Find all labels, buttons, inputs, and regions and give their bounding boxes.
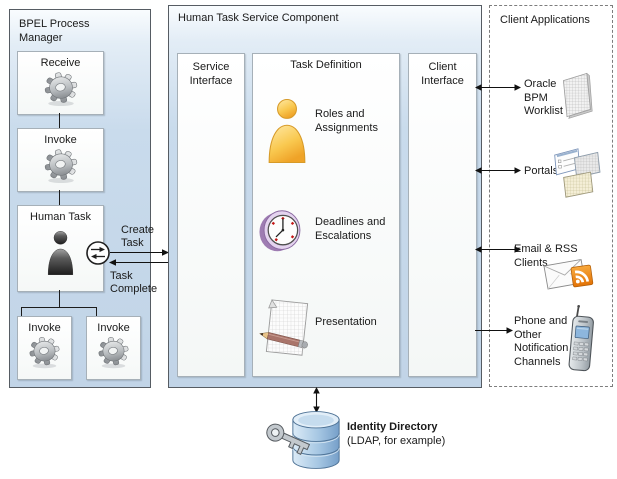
connector-humantask-branch — [59, 290, 60, 307]
human-task-label: Human Task — [30, 211, 91, 223]
client-applications-panel: Client Applications Oracle BPM Worklist … — [489, 5, 613, 387]
worklist-grid-icon — [558, 69, 594, 121]
presentation-label: Presentation — [315, 316, 377, 328]
create-task-label: Create Task — [121, 224, 155, 249]
gear-icon — [41, 70, 81, 107]
branch-stub-left — [21, 307, 22, 317]
portals-label: Portals — [524, 165, 559, 177]
email-rss-label: Email & RSS Clients — [514, 243, 578, 269]
invoke-label: Invoke — [28, 322, 61, 334]
mobile-phone-icon — [565, 302, 599, 376]
phone-channels-label: Phone and Other Notification Channels — [514, 315, 569, 368]
swap-arrows-icon — [85, 240, 111, 266]
phone-arrow — [475, 327, 513, 334]
task-complete-arrow — [109, 259, 169, 266]
task-definition-title: Task Definition — [290, 59, 362, 71]
bpel-process-manager-panel: BPEL Process Manager Receive Invoke Huma… — [9, 9, 151, 388]
gear-icon — [26, 335, 63, 369]
branch-stub-right — [96, 307, 97, 317]
client-apps-title: Client Applications — [500, 14, 590, 26]
worklist-arrow — [475, 84, 521, 91]
htsc-panel-title: Human Task Service Component — [178, 12, 339, 24]
roles-assignments-label: Roles and Assignments — [315, 108, 378, 134]
email-rss-icon — [543, 252, 595, 294]
clock-icon — [259, 206, 305, 256]
receive-activity-box: Receive — [17, 51, 104, 115]
create-task-arrow — [110, 249, 169, 256]
human-task-service-component-panel: Human Task Service Component Service Int… — [168, 5, 482, 388]
branch-bar — [21, 307, 97, 308]
portals-arrow — [475, 167, 521, 174]
client-interface-label: Client Interface — [421, 61, 464, 87]
identity-directory-arrow — [313, 387, 320, 413]
invoke-activity-box: Invoke — [17, 128, 104, 192]
connector-receive-invoke — [59, 113, 60, 128]
identity-directory-title: Identity Directory — [347, 421, 438, 433]
connector-invoke-humantask — [59, 190, 60, 205]
invoke-activity-box-2: Invoke — [17, 316, 72, 380]
invoke-label: Invoke — [97, 322, 130, 334]
client-interface-box: Client Interface — [408, 53, 477, 377]
bpm-worklist-label: Oracle BPM Worklist — [524, 78, 563, 117]
gear-icon — [41, 147, 81, 184]
deadlines-escalations-label: Deadlines and Escalations — [315, 216, 386, 242]
service-interface-label: Service Interface — [189, 61, 233, 87]
bpel-panel-title: BPEL Process Manager — [19, 18, 90, 44]
person-icon — [266, 97, 308, 165]
service-interface-box: Service Interface — [177, 53, 245, 377]
identity-directory-subtitle: (LDAP, for example) — [347, 435, 446, 447]
email-rss-arrow — [475, 246, 521, 253]
task-complete-label: Task Complete — [110, 270, 158, 295]
portal-windows-icon — [552, 142, 604, 204]
task-definition-box: Task Definition Roles and Assignments De… — [252, 53, 400, 377]
invoke-activity-box-3: Invoke — [86, 316, 141, 380]
gear-icon — [95, 335, 132, 369]
invoke-label: Invoke — [44, 134, 77, 146]
notepad-pencil-icon — [257, 294, 317, 364]
receive-label: Receive — [40, 57, 81, 69]
person-icon — [46, 227, 75, 279]
